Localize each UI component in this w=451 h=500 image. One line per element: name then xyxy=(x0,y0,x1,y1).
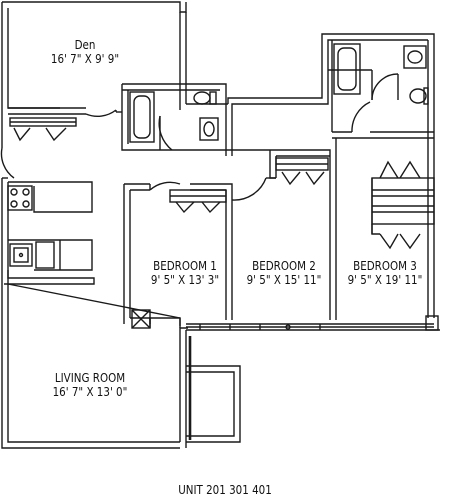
bath-1 xyxy=(121,83,227,151)
bedroom-1-walls xyxy=(123,181,233,329)
bedroom-3-label: BEDROOM 3 9' 5" X 19' 11" xyxy=(345,259,426,287)
living-room-name: LIVING ROOM xyxy=(54,371,126,385)
bedroom-windows xyxy=(185,315,440,336)
bedroom-3-dims: 9' 5" X 19' 11" xyxy=(347,273,423,287)
bedroom-2-label: BEDROOM 2 9' 5" X 15' 11" xyxy=(243,259,326,287)
corridor-walls xyxy=(172,110,276,156)
bedroom-2-walls xyxy=(231,138,337,320)
bedroom-2-dims: 9' 5" X 15' 11" xyxy=(246,273,322,287)
den-closet xyxy=(8,107,122,142)
unit-label: UNIT 201 301 401 xyxy=(178,483,272,497)
balcony xyxy=(186,336,241,443)
bedroom-2-name: BEDROOM 2 xyxy=(252,259,316,273)
bedroom-3-name: BEDROOM 3 xyxy=(353,259,417,273)
living-room-dims: 16' 7" X 13' 0" xyxy=(52,385,128,399)
den-label: Den 16' 7" X 9' 9" xyxy=(46,38,123,66)
den-dims: 16' 7" X 9' 9" xyxy=(50,52,120,66)
bedroom-1-name: BEDROOM 1 xyxy=(153,259,217,273)
den-name: Den xyxy=(74,38,96,52)
living-room-label: LIVING ROOM 16' 7" X 13' 0" xyxy=(34,371,146,399)
bath-2 xyxy=(328,40,434,139)
kitchen xyxy=(0,147,181,328)
bedroom-3-closet xyxy=(371,160,435,250)
bedroom-1-label: BEDROOM 1 9' 5" X 13' 3" xyxy=(146,259,223,287)
bedroom-1-dims: 9' 5" X 13' 3" xyxy=(150,273,220,287)
exterior-walls xyxy=(1,1,435,449)
